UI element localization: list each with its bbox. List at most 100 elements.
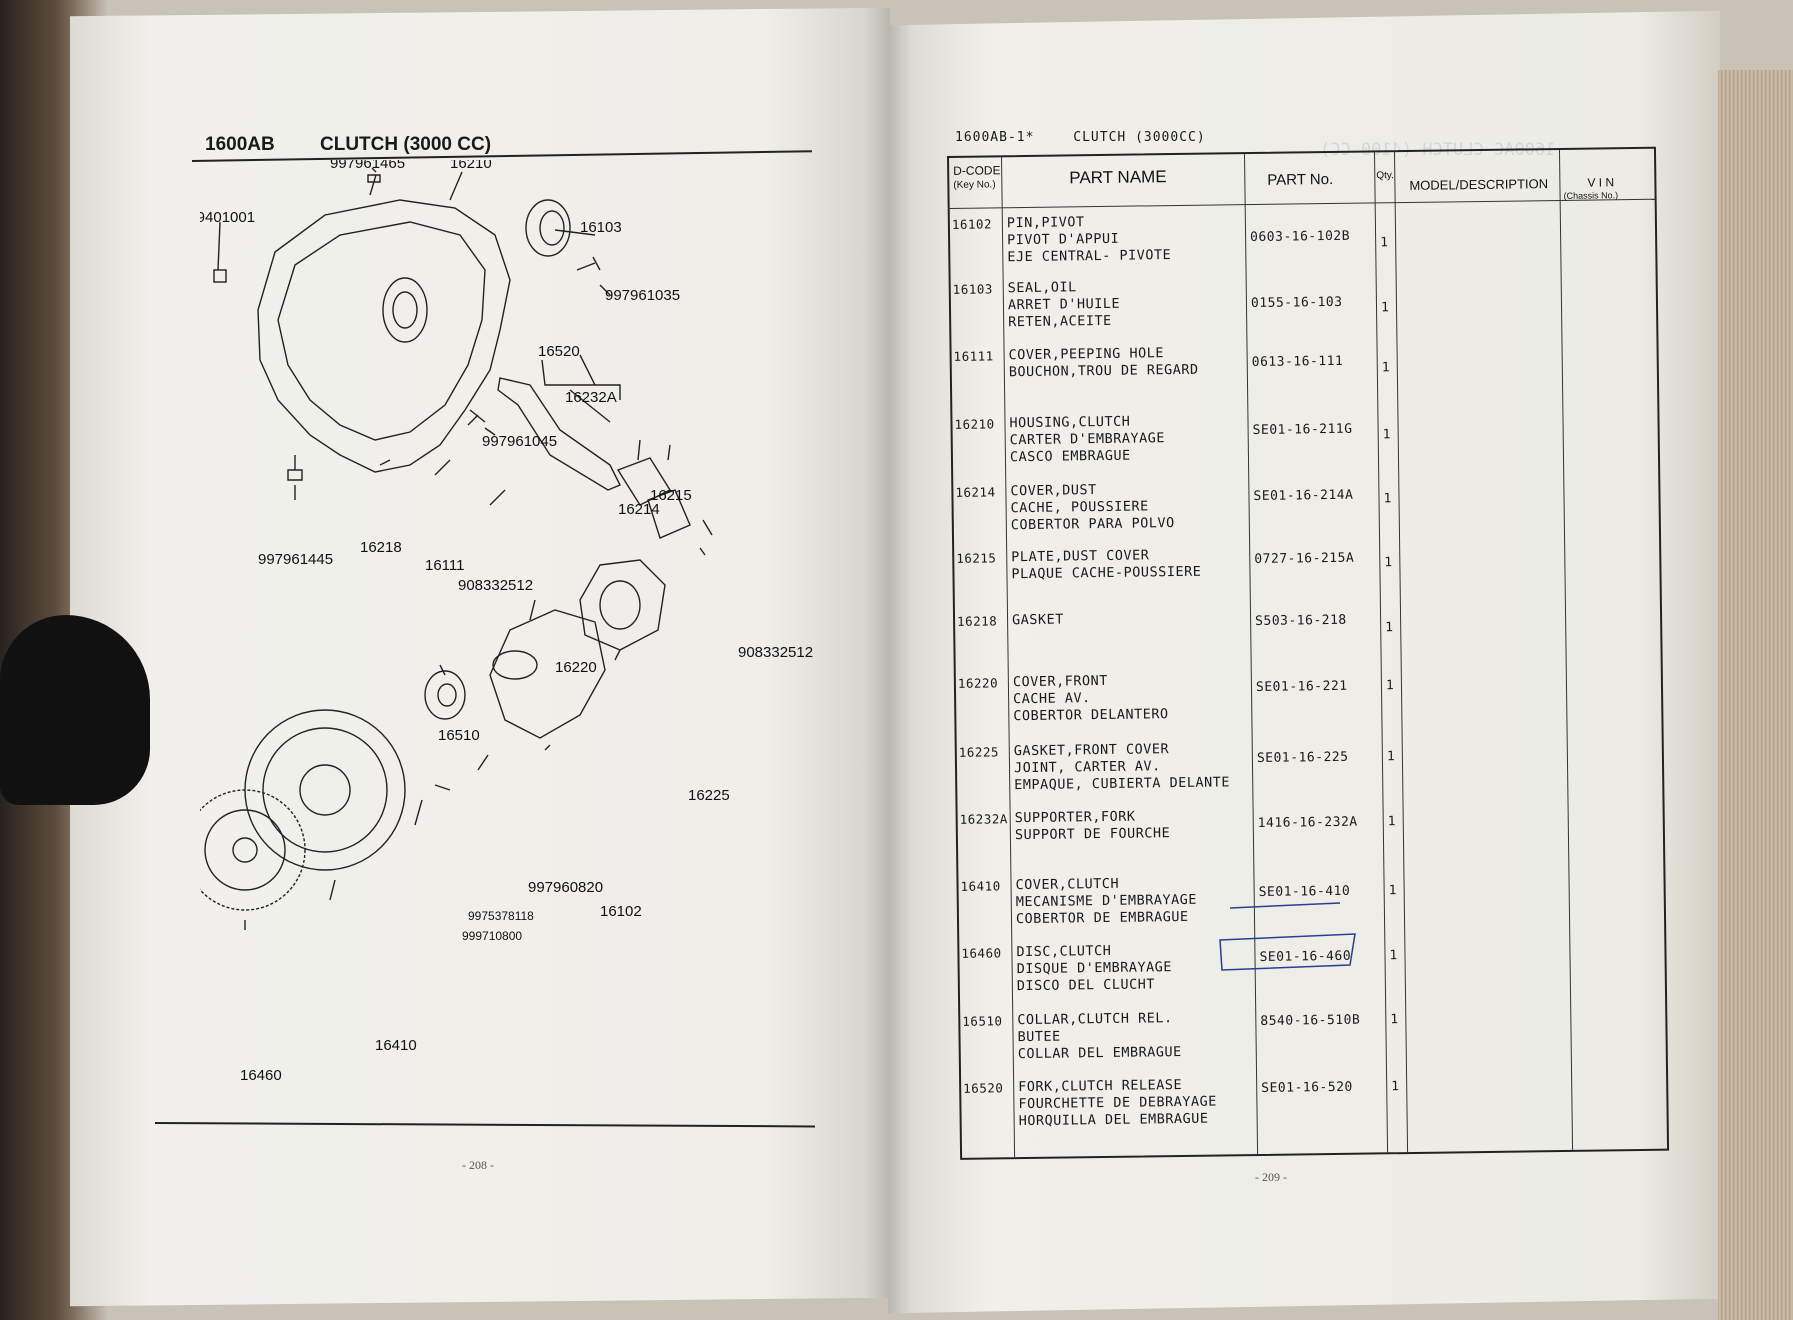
row-names: GASKET	[1011, 611, 1064, 629]
table-row: 16225 GASKET,FRONT COVER JOINT, CARTER A…	[957, 735, 1662, 793]
table-row: 16102 PIN,PIVOT PIVOT D'APPUI EJE CENTRA…	[950, 207, 1655, 265]
row-part-no: 0155-16-103	[1250, 294, 1343, 312]
callout-label: 997961445	[258, 551, 333, 568]
callout-label: 16232A	[565, 389, 617, 406]
right-page-number: - 209 -	[1255, 1170, 1287, 1184]
callout-label: 997961045	[482, 433, 557, 450]
callout-label: 16210	[450, 160, 492, 172]
callout-label: 16220	[555, 659, 597, 676]
row-qty: 1	[1391, 1079, 1400, 1095]
row-code: 16218	[956, 613, 998, 629]
pressure-plate	[244, 709, 406, 871]
callout-label: 16102	[600, 903, 642, 920]
clutch-housing	[257, 199, 511, 473]
table-row: 16214 COVER,DUST CACHE, POUSSIERE COBERT…	[953, 475, 1658, 533]
table-row: 16215 PLATE,DUST COVER PLAQUE CACHE-POUS…	[954, 541, 1659, 582]
row-names: PLATE,DUST COVER PLAQUE CACHE-POUSSIERE	[1011, 547, 1202, 583]
book-page-edges	[1718, 70, 1793, 1320]
row-part-no: 0603-16-102B	[1249, 228, 1351, 246]
row-qty: 1	[1388, 883, 1398, 899]
row-part-no: SE01-16-225	[1256, 749, 1349, 766]
callout-label: 16410	[375, 1037, 417, 1054]
row-qty: 1	[1383, 491, 1392, 507]
row-qty: 1	[1389, 948, 1398, 964]
row-code: 16214	[955, 484, 996, 500]
callout-label: 16218	[360, 539, 402, 556]
pen-annotation	[1219, 902, 1356, 971]
header-dcode-sub: (Key No.)	[953, 179, 996, 191]
table-row: 16111 COVER,PEEPING HOLE BOUCHON,TROU DE…	[952, 339, 1657, 380]
row-code: 16111	[953, 348, 994, 364]
row-names: GASKET,FRONT COVER JOINT, CARTER AV. EMP…	[1013, 741, 1231, 794]
row-part-no: SE01-16-520	[1261, 1079, 1353, 1096]
row-names: SUPPORTER,FORK SUPPORT DE FOURCHE	[1014, 808, 1171, 844]
row-names: DISC,CLUTCH DISQUE D'EMBRAYAGE DISCO DEL…	[1016, 942, 1173, 995]
exploded-clutch-diagram: 997961465 16210 999401001 16103 99796103…	[200, 160, 813, 1084]
row-qty: 1	[1382, 427, 1392, 443]
callout-label: 908332512	[738, 644, 813, 661]
callout-label: 997960820	[528, 879, 603, 896]
row-code: 16220	[957, 675, 999, 691]
row-part-no: SE01-16-214A	[1253, 487, 1354, 505]
row-part-no: 0727-16-215A	[1254, 550, 1355, 568]
table-row: 16510 COLLAR,CLUTCH REL. BUTEE COLLAR DE…	[960, 1004, 1665, 1062]
header-part-name: PART NAME	[1069, 167, 1167, 188]
callout-label: 16460	[240, 1067, 282, 1084]
callout-label: 16520	[538, 343, 580, 360]
row-code: 16103	[952, 281, 993, 297]
callout-label: 16103	[580, 219, 622, 236]
row-qty: 1	[1380, 235, 1389, 251]
callout-label: 16111	[425, 557, 465, 574]
callout-label: 16225	[688, 787, 730, 804]
row-part-no: 0613-16-111	[1251, 353, 1344, 371]
header-part-no: PART No.	[1267, 170, 1334, 189]
callout-label: 16215	[650, 487, 692, 504]
table-row: 16520 FORK,CLUTCH RELEASE FOURCHETTE DE …	[961, 1071, 1666, 1129]
release-collar	[424, 670, 466, 720]
section-title: CLUTCH (3000 CC)	[320, 134, 492, 155]
dust-plate	[647, 489, 691, 539]
row-code: 16210	[954, 416, 995, 432]
row-part-no: 1416-16-232A	[1257, 814, 1358, 831]
row-code: 16520	[963, 1080, 1004, 1096]
row-part-no: SE01-16-221	[1255, 678, 1348, 696]
table-row: 16210 HOUSING,CLUTCH CARTER D'EMBRAYAGE …	[952, 407, 1657, 466]
row-names: COVER,FRONT CACHE AV. COBERTOR DELANTERO	[1012, 672, 1169, 725]
callout-label: 16510	[438, 727, 480, 744]
row-qty: 1	[1380, 300, 1390, 316]
row-names: HOUSING,CLUTCH CARTER D'EMBRAYAGE CASCO …	[1009, 413, 1166, 466]
row-part-no: SE01-16-211G	[1252, 421, 1353, 439]
header-model: MODEL/DESCRIPTION	[1409, 176, 1549, 193]
right-group-code: 1600AB-1*	[955, 130, 1035, 145]
row-code: 16460	[961, 945, 1002, 961]
row-qty: 1	[1384, 555, 1393, 571]
group-code: 1600AB	[205, 134, 275, 155]
right-page-title: 1600AB-1* CLUTCH (3000CC)	[955, 130, 1236, 145]
thumb	[0, 615, 150, 805]
row-code: 16232A	[959, 811, 1008, 827]
callout-label: 908332512	[458, 577, 533, 594]
row-qty: 1	[1385, 620, 1394, 636]
header-qty: Qty.	[1376, 170, 1394, 182]
callout-label: 997961465	[330, 160, 405, 172]
header-vin-sub: (Chassis No.)	[1563, 190, 1619, 201]
row-names: COVER,DUST CACHE, POUSSIERE COBERTOR PAR…	[1010, 482, 1175, 534]
row-names: COVER,PEEPING HOLE BOUCHON,TROU DE REGAR…	[1008, 345, 1199, 381]
row-code: 16510	[962, 1013, 1003, 1029]
header-dcode: D-CODE	[953, 163, 1001, 178]
row-names: FORK,CLUTCH RELEASE FOURCHETTE DE DEBRAY…	[1018, 1077, 1217, 1130]
left-page-heading: 1600AB CLUTCH (3000 CC)	[205, 134, 531, 156]
table-row: 16232A SUPPORTER,FORK SUPPORT DE FOURCHE…	[958, 802, 1663, 844]
table-row: 16220 COVER,FRONT CACHE AV. COBERTOR DEL…	[956, 666, 1661, 724]
row-code: 16410	[960, 878, 1001, 894]
row-code: 16215	[956, 550, 997, 566]
row-part-no: 8540-16-510B	[1260, 1012, 1361, 1029]
row-qty: 1	[1381, 360, 1391, 376]
oil-seal	[525, 199, 571, 257]
right-section-title: CLUTCH (3000CC)	[1073, 130, 1206, 145]
row-code: 16225	[958, 744, 1000, 760]
callout-label: 999710800	[462, 929, 522, 943]
row-qty: 1	[1386, 749, 1396, 765]
row-names: COVER,CLUTCH MECANISME D'EMBRAYAGE COBER…	[1015, 875, 1198, 928]
row-qty: 1	[1385, 678, 1395, 694]
